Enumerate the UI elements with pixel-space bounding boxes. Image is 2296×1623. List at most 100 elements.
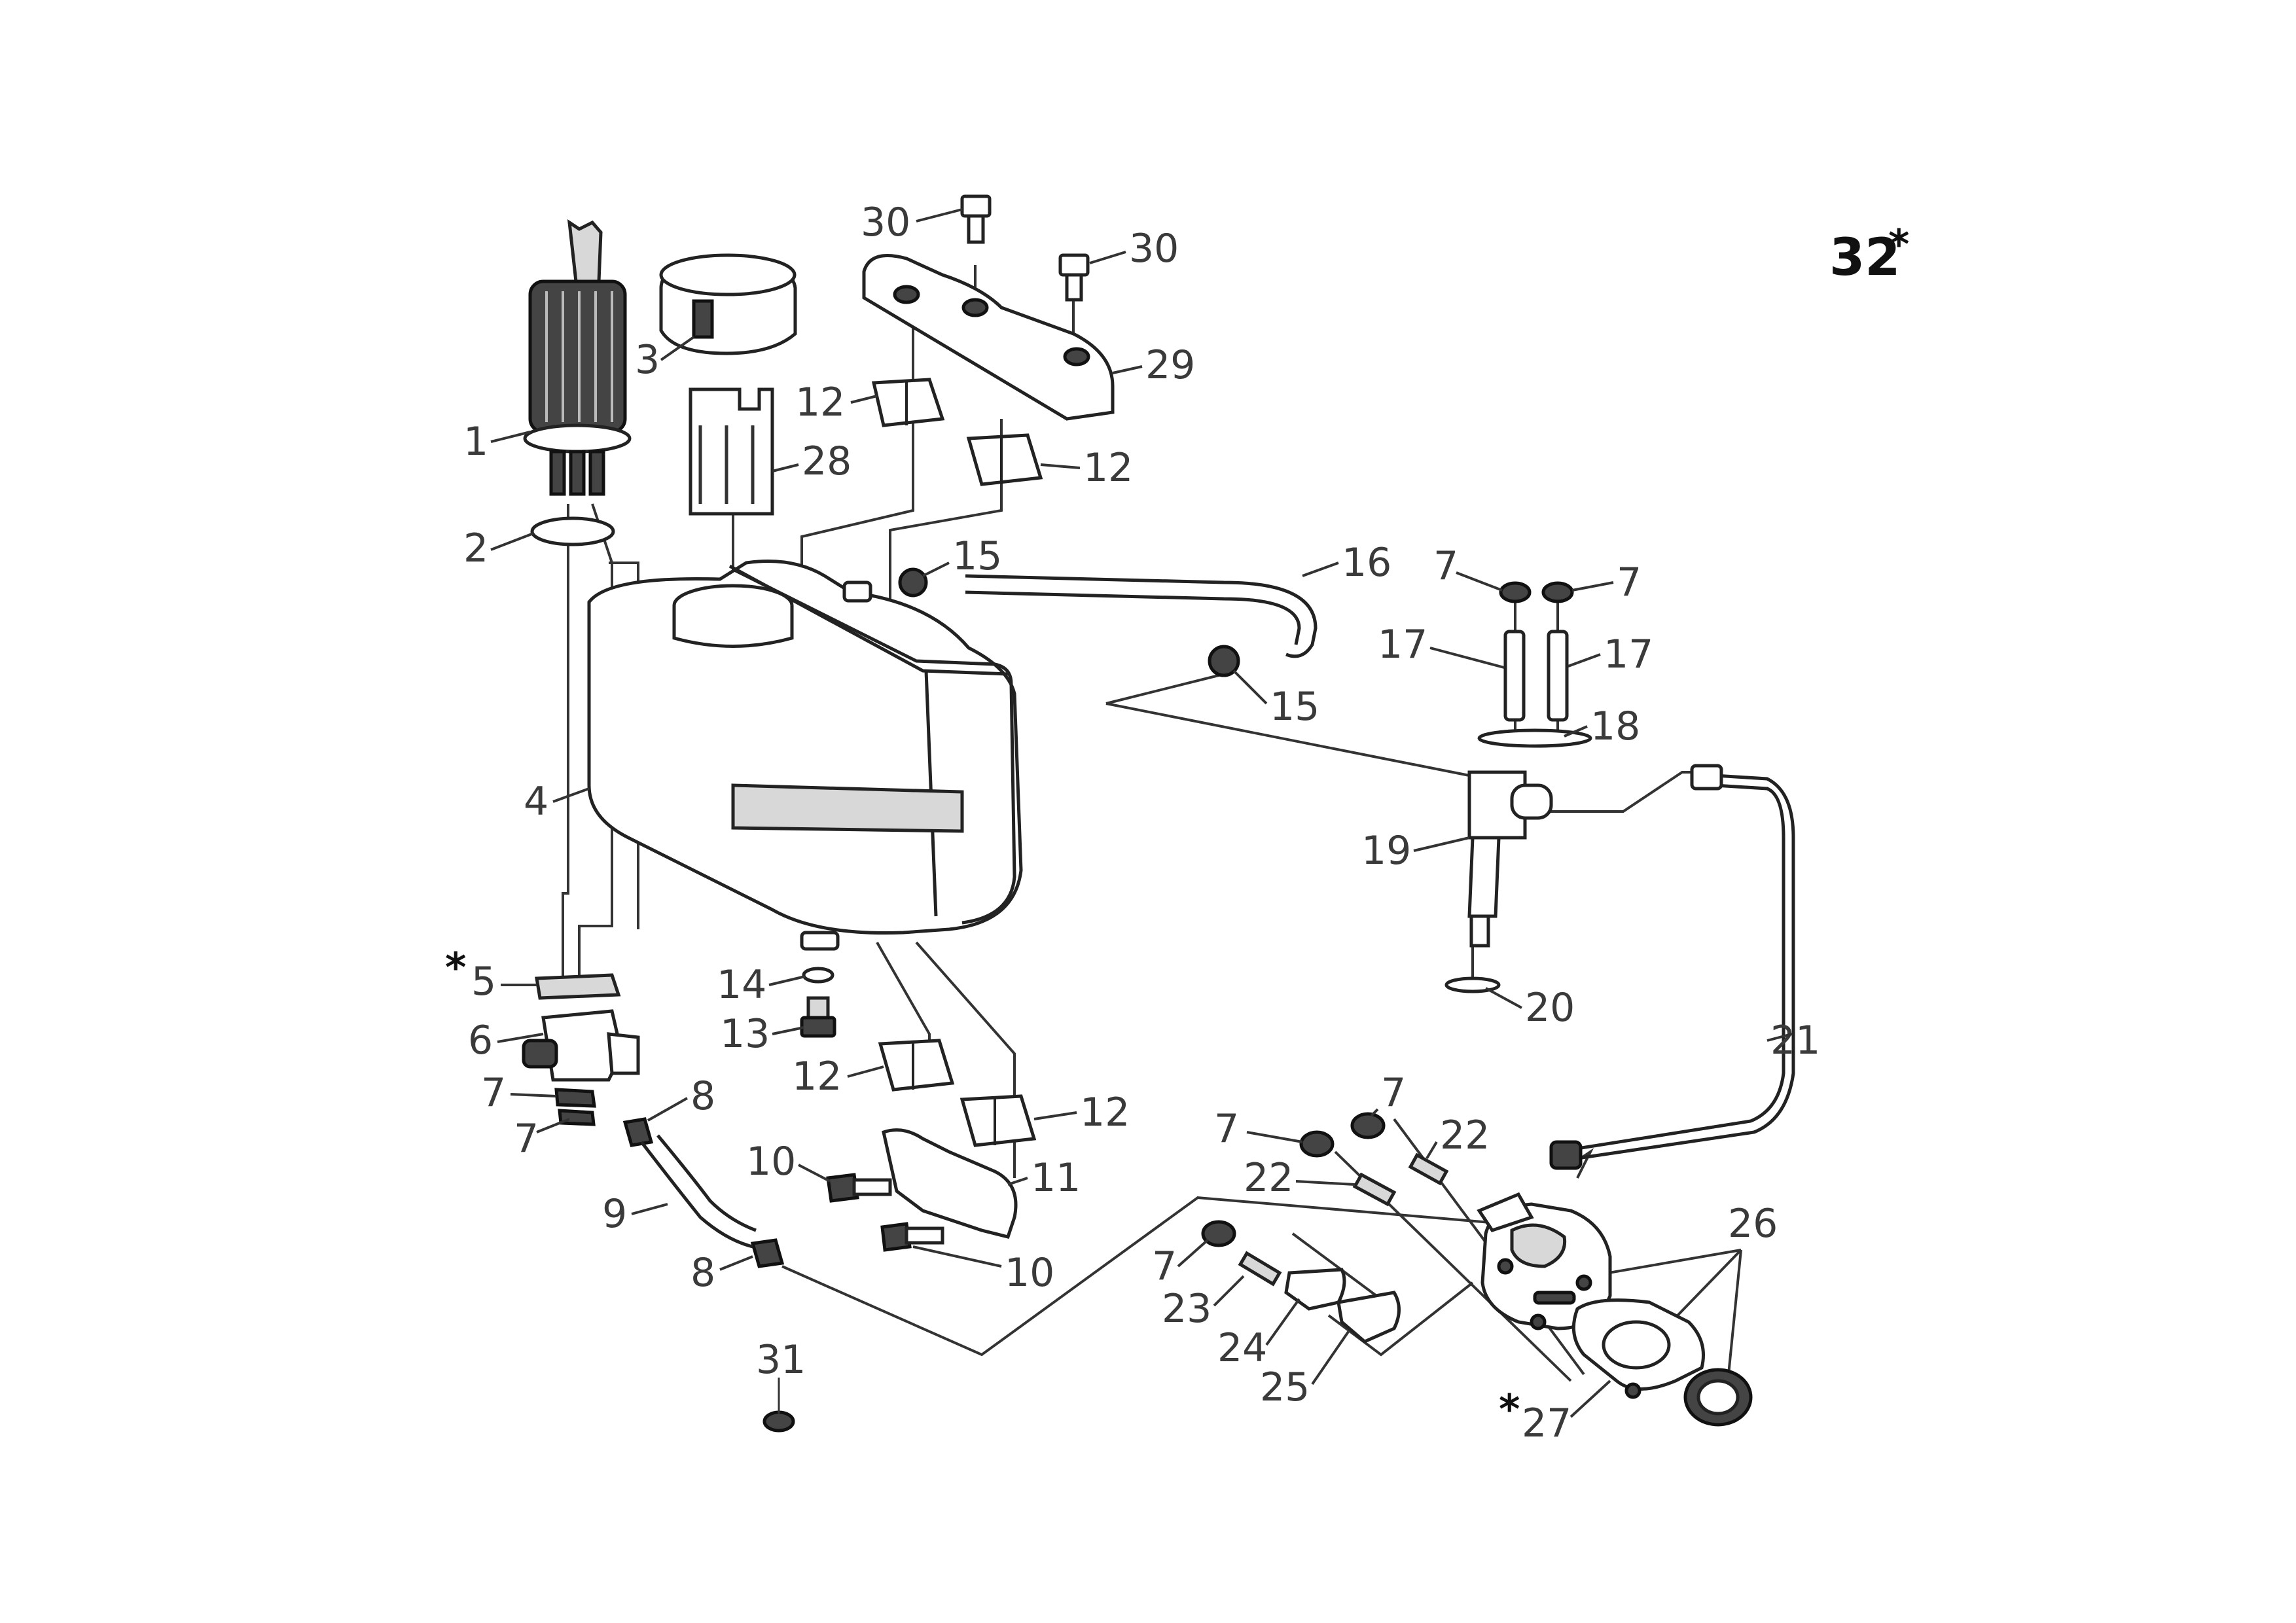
sender-gasket-part <box>530 516 615 546</box>
label-8a: 8 <box>691 1073 715 1119</box>
label-11: 11 <box>1031 1155 1081 1201</box>
label-14: 14 <box>717 962 766 1008</box>
clip-31-part <box>762 1378 795 1433</box>
label-12b: 12 <box>1083 445 1133 491</box>
bolt-30b-part <box>1058 253 1090 302</box>
label-28: 28 <box>802 438 852 484</box>
tank-bracket-part <box>862 254 1115 421</box>
label-7a: 7 <box>1433 543 1458 589</box>
fuel-strainer-part <box>689 387 774 516</box>
label-17b: 17 <box>1604 632 1653 677</box>
breather-hose-part <box>965 574 1318 658</box>
rubber-mount-12b-part <box>966 433 1043 486</box>
label-7b: 7 <box>1617 560 1641 605</box>
label-8b: 8 <box>691 1250 715 1296</box>
breather-hose-outline <box>965 590 1301 645</box>
label-7c: 7 <box>481 1070 506 1116</box>
label-26: 26 <box>1728 1201 1778 1247</box>
label-21: 21 <box>1770 1018 1820 1063</box>
plate-25-part <box>1336 1291 1401 1344</box>
fuel-hose-outline <box>656 1134 757 1232</box>
fuel-sender-part <box>523 219 632 496</box>
label-20: 20 <box>1525 985 1575 1031</box>
label-6: 6 <box>468 1018 493 1063</box>
label-9: 9 <box>602 1191 627 1237</box>
label-12d: 12 <box>1080 1090 1130 1135</box>
nut-7e-part <box>1299 1130 1335 1158</box>
nut-7f-part <box>1350 1112 1386 1139</box>
clamp-8a-part <box>622 1117 654 1147</box>
washer-7c-part <box>554 1088 596 1108</box>
label-4: 4 <box>524 779 548 825</box>
rubber-mount-12c-part <box>878 1039 955 1092</box>
pipe-nut-bottom <box>1549 1140 1583 1170</box>
fuel-pump-part <box>1477 1192 1612 1330</box>
fuel-petcock-part <box>522 1009 640 1082</box>
callout-labels: 1 2 3 4 * 5 6 7 7 8 8 9 10 10 11 12 12 <box>445 200 1909 1446</box>
figure-number: 32 <box>1829 228 1901 287</box>
pressure-pipe-inner <box>1577 783 1785 1150</box>
pipe-nut-top <box>1690 764 1723 791</box>
label-23: 23 <box>1162 1286 1211 1332</box>
label-13: 13 <box>720 1011 770 1057</box>
label-16: 16 <box>1342 540 1391 586</box>
label-1: 1 <box>463 419 488 465</box>
label-17a: 17 <box>1378 622 1427 668</box>
pressure-pipe-part <box>1577 774 1795 1160</box>
label-27: 27 <box>1522 1400 1571 1446</box>
label-22b: 22 <box>1244 1155 1293 1201</box>
nut-7g-part <box>1201 1220 1236 1247</box>
seal-26-part <box>1683 1368 1753 1427</box>
hose-clamp-15b-part <box>1208 645 1240 677</box>
label-12a: 12 <box>795 380 845 425</box>
stud-22b-part <box>1352 1172 1397 1207</box>
drain-bolt-13-part <box>800 996 836 1038</box>
label-3: 3 <box>635 337 660 383</box>
stud-23-part <box>1238 1251 1282 1287</box>
washer-18-part <box>1477 728 1592 748</box>
plate-24-part <box>1284 1268 1346 1311</box>
label-15b: 15 <box>1270 684 1319 730</box>
label-7g: 7 <box>1152 1243 1177 1289</box>
label-24: 24 <box>1217 1325 1267 1371</box>
gasket-5-part <box>535 973 621 1000</box>
label-25: 25 <box>1260 1364 1310 1410</box>
gasket-20-part <box>1444 976 1501 993</box>
stud-22a-part <box>1408 1152 1449 1186</box>
label-19: 19 <box>1361 828 1411 874</box>
label-5: 5 <box>471 959 496 1005</box>
label-10a: 10 <box>746 1139 796 1185</box>
label-10b: 10 <box>1005 1250 1054 1296</box>
label-18: 18 <box>1590 704 1640 749</box>
figure-asterisk: * <box>1888 221 1909 268</box>
stud-17b-part <box>1547 630 1569 722</box>
label-12c: 12 <box>792 1054 842 1099</box>
washer-14-part <box>802 967 834 984</box>
stud-17a-part <box>1503 630 1526 722</box>
label-30b: 30 <box>1129 226 1179 272</box>
rubber-mount-12a-part <box>871 378 945 427</box>
fuel-hose-part <box>640 1141 753 1249</box>
label-30a: 30 <box>861 200 910 245</box>
label-7d: 7 <box>514 1116 539 1162</box>
gasket-27-hole <box>1602 1320 1671 1370</box>
label-22a: 22 <box>1440 1113 1490 1158</box>
label-29: 29 <box>1145 342 1195 388</box>
gasket-27-bolt-hole <box>1624 1382 1641 1399</box>
fuel-tank-part <box>587 560 1023 951</box>
label-7e: 7 <box>1214 1106 1239 1152</box>
bolt-30a-part <box>960 194 992 244</box>
filler-cap-part <box>659 253 797 355</box>
bolt-10a-part <box>826 1173 892 1203</box>
label-5-asterisk: * <box>445 944 466 991</box>
label-7f: 7 <box>1381 1070 1406 1116</box>
label-27-asterisk: * <box>1499 1385 1520 1433</box>
lower-bracket-part <box>882 1128 1018 1239</box>
label-31: 31 <box>756 1337 806 1383</box>
injector-part <box>1467 770 1553 948</box>
nut-7b-part <box>1541 581 1574 603</box>
label-2: 2 <box>463 526 488 571</box>
nut-7a-part <box>1499 581 1532 603</box>
label-15a: 15 <box>952 533 1002 579</box>
